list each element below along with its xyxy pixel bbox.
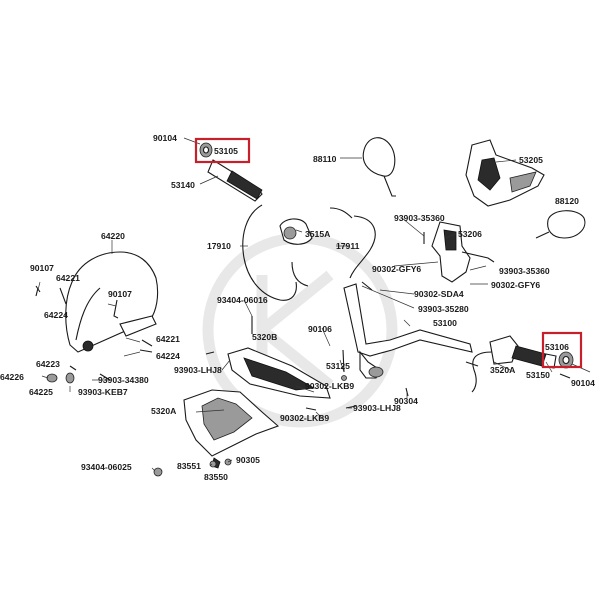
label-53105: 53105	[214, 146, 238, 156]
label-5320a: 5320A	[151, 406, 176, 416]
label-64221-a: 64221	[56, 273, 80, 283]
label-64224-b: 64224	[156, 351, 180, 361]
part-53205-drawing	[465, 139, 545, 207]
label-5320b: 5320B	[252, 332, 277, 342]
part-5320b-drawing	[227, 347, 331, 399]
label-53100: 53100	[433, 318, 457, 328]
label-90302-gfy6-b: 90302-GFY6	[491, 280, 540, 290]
part-53106-drawing	[558, 351, 574, 369]
label-53206: 53206	[458, 229, 482, 239]
label-90305: 90305	[236, 455, 260, 465]
part-88110-drawing	[362, 137, 396, 197]
part-53105-drawing	[199, 142, 213, 158]
label-64224-a: 64224	[44, 310, 68, 320]
label-88110: 88110	[313, 154, 337, 164]
part-53150-drawing	[511, 345, 557, 369]
fastener-set	[46, 232, 571, 477]
label-53140: 53140	[171, 180, 195, 190]
part-88120-drawing	[535, 210, 586, 239]
leader-lines	[37, 137, 591, 471]
part-53100-drawing	[343, 283, 473, 379]
label-64225: 64225	[29, 387, 53, 397]
label-83551: 83551	[177, 461, 201, 471]
part-64220-drawing	[65, 251, 159, 353]
label-93903-keb7: 93903-KEB7	[78, 387, 128, 397]
label-93903-35360-a: 93903-35360	[394, 213, 445, 223]
label-64226: 64226	[0, 372, 24, 382]
label-83550: 83550	[204, 472, 228, 482]
label-17911: 17911	[336, 241, 360, 251]
label-64223: 64223	[36, 359, 60, 369]
label-3515a: 3515A	[305, 229, 330, 239]
label-90104-right: 90104	[571, 378, 595, 388]
label-88120: 88120	[555, 196, 579, 206]
label-93903-35360-b: 93903-35360	[499, 266, 550, 276]
label-90107-b: 90107	[108, 289, 132, 299]
highlight-box-53106	[541, 331, 583, 369]
label-3520a: 3520A	[490, 365, 515, 375]
label-17910: 17910	[207, 241, 231, 251]
label-90106: 90106	[308, 324, 332, 334]
label-53205: 53205	[519, 155, 543, 165]
label-90304: 90304	[394, 396, 418, 406]
part-5320a-drawing	[183, 389, 280, 469]
label-90104-top: 90104	[153, 133, 177, 143]
label-93903-34380: 93903-34380	[98, 375, 149, 385]
label-90107-a: 90107	[30, 263, 54, 273]
label-53125: 53125	[326, 361, 350, 371]
label-53150: 53150	[526, 370, 550, 380]
label-53106: 53106	[545, 342, 569, 352]
label-90302-lkb9-b: 90302-LKB9	[280, 413, 329, 423]
label-90302-lkb9-a: 90302-LKB9	[305, 381, 354, 391]
label-90302-gfy6-a: 90302-GFY6	[372, 264, 421, 274]
part-labels: 90104 53105 53140 88110 53205 88120 6422…	[0, 133, 595, 482]
label-93404-06025: 93404-06025	[81, 462, 132, 472]
label-64221-b: 64221	[156, 334, 180, 344]
cable-17910-drawing	[242, 204, 309, 301]
part-3520a-drawing	[465, 335, 519, 393]
cable-17911-drawing	[329, 207, 376, 279]
label-93903-35280: 93903-35280	[418, 304, 469, 314]
label-93903-lhj8-b: 93903-LHJ8	[353, 403, 401, 413]
part-53140-drawing	[207, 159, 263, 202]
label-93903-lhj8-a: 93903-LHJ8	[174, 365, 222, 375]
highlight-box-53105	[194, 137, 251, 164]
label-64220: 64220	[101, 231, 125, 241]
part-3515a-drawing	[279, 218, 313, 245]
label-93404-06016: 93404-06016	[217, 295, 268, 305]
label-90302-sda4: 90302-SDA4	[414, 289, 464, 299]
screw-set-left	[35, 285, 153, 353]
